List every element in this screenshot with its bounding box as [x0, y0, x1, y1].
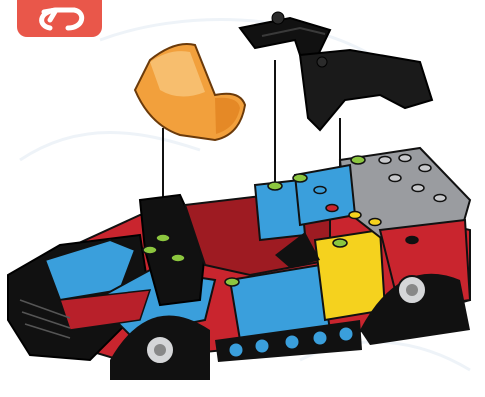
- windshield-piece-icon: [135, 44, 245, 140]
- spoiler-piece-icon: [240, 12, 432, 130]
